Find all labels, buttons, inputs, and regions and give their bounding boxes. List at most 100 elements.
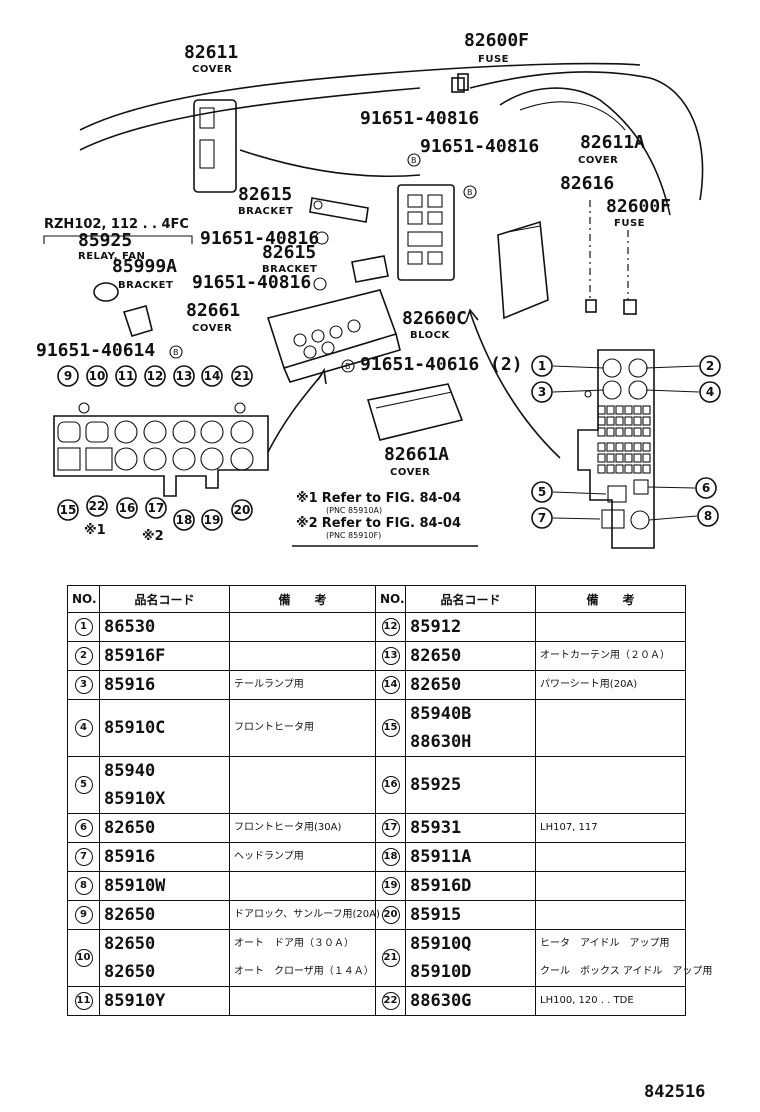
label-bolt-4: 91651-40816 (192, 272, 311, 293)
callout-circle (173, 509, 195, 531)
remark-value: フロントヒータ用(30A) (234, 822, 342, 833)
label-bolt-2: 91651-40816 (420, 136, 539, 157)
row-number-badge: 12 (381, 618, 400, 636)
cover-82611a-part (497, 220, 549, 320)
row-number: 1 (67, 612, 100, 642)
callout-number: 15 (60, 503, 77, 517)
svg-text:91651-40816: 91651-40816 (360, 108, 479, 129)
label-82611: 82611 (184, 42, 238, 63)
callout-circle (531, 481, 553, 503)
row-number: 6 (67, 813, 100, 843)
label-82600f-right: 82600F (606, 196, 671, 217)
remark-value: オートカーテン用（２０Ａ） (540, 650, 670, 661)
svg-text:82616: 82616 (560, 173, 614, 194)
label-model-note: RZH102, 112 . . 4FC (44, 217, 189, 232)
callout-circle (201, 509, 223, 531)
svg-text:82600F: 82600F (464, 30, 529, 51)
remark (535, 612, 686, 642)
row-number: 7 (67, 842, 100, 872)
row-number: 4 (67, 699, 100, 757)
remark-value: フロントヒータ用 (234, 722, 314, 733)
row-number-badge: 9 (74, 906, 93, 924)
part-code-value: 85915 (410, 905, 462, 925)
svg-text:(PNC 85910A): (PNC 85910A) (326, 506, 382, 515)
remark: フロントヒータ用 (229, 699, 376, 757)
callout-number: 3 (538, 385, 546, 399)
svg-text:91651-40816: 91651-40816 (192, 272, 311, 293)
callout-number: 19 (204, 513, 221, 527)
part-code-value: 82650 (104, 818, 156, 838)
svg-text:BRACKET: BRACKET (118, 280, 173, 291)
svg-text:B: B (411, 156, 417, 165)
remark-value (234, 642, 371, 670)
remark: オート ドア用（３０Ａ）オート クローザ用（１４Ａ） (229, 929, 376, 987)
row-number: 17 (375, 813, 406, 843)
part-code: 85915 (405, 900, 536, 930)
svg-text:82661: 82661 (186, 300, 240, 321)
svg-text:BRACKET: BRACKET (262, 264, 317, 275)
label-bolt-40616: 91651-40616 (2) (360, 354, 523, 375)
callout-number: 7 (538, 511, 546, 525)
part-code-value: 82650 (410, 646, 462, 666)
callout-circle (201, 365, 223, 387)
svg-text:82611A: 82611A (580, 132, 645, 153)
fuse-small-icon-2 (623, 299, 637, 315)
callout-number: 6 (702, 481, 710, 495)
remark-value (540, 872, 681, 900)
label-85925-desc: RELAY, FAN (78, 251, 145, 262)
label-82600f-top: 82600F (464, 30, 529, 51)
part-code: 82650 (99, 900, 230, 930)
svg-text:BLOCK: BLOCK (410, 330, 450, 341)
remark (535, 842, 686, 872)
svg-text:B: B (173, 348, 179, 357)
header-remark-left: 備 考 (229, 585, 376, 613)
remark-value: LH107, 117 (540, 822, 598, 833)
label-82661a-desc: COVER (390, 467, 430, 478)
callout-number: 22 (89, 499, 106, 513)
row-number-badge: 22 (381, 992, 400, 1010)
callout-number: 13 (176, 369, 193, 383)
row-number: 22 (375, 986, 406, 1016)
part-code-value: 85910D (410, 962, 472, 982)
svg-text:(PNC 85910F): (PNC 85910F) (326, 531, 381, 540)
row-number-badge: 13 (381, 647, 400, 665)
remark-value: クール ボックス アイドル アップ用 (540, 966, 713, 977)
part-code-value: 85910C (104, 718, 166, 738)
row-number: 12 (375, 612, 406, 642)
part-code-value: 85916 (104, 675, 156, 695)
row-number-badge: 4 (74, 719, 93, 737)
bracket-part (309, 197, 389, 283)
part-code: 82650 (405, 641, 536, 671)
remark (535, 900, 686, 930)
header-code-right: 品名コード (405, 585, 536, 613)
fuse-icon (451, 73, 469, 93)
remark-value (234, 757, 371, 785)
part-code: 85925 (405, 756, 536, 814)
remark-value: オート ドア用（３０Ａ） (234, 938, 354, 949)
svg-text:91651-40614: 91651-40614 (36, 340, 155, 361)
label-bolt-3: 91651-40816 (200, 228, 319, 249)
remark-value (234, 613, 371, 641)
svg-text:85925: 85925 (78, 230, 132, 251)
svg-text:91651-40816: 91651-40816 (200, 228, 319, 249)
part-code: 85910C (99, 699, 230, 757)
part-code: 85916 (99, 842, 230, 872)
dashboard-outline (79, 62, 704, 216)
svg-text:BRACKET: BRACKET (238, 206, 293, 217)
callout-circle (144, 365, 166, 387)
part-code-value: 85910W (104, 876, 166, 896)
callout-number: 9 (64, 369, 72, 383)
part-code: 85916D (405, 871, 536, 901)
